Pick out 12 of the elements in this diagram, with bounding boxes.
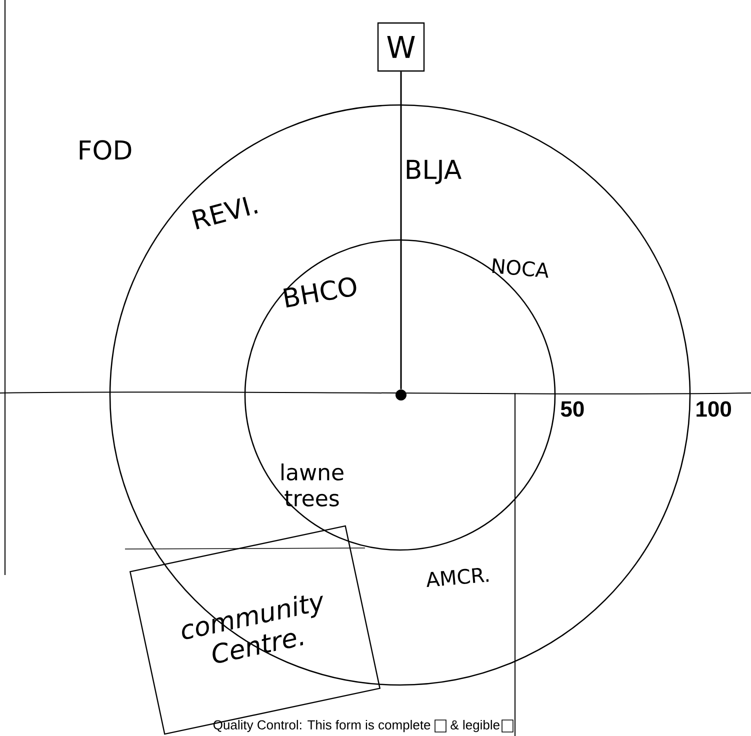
handwritten-label: BHCO (283, 277, 356, 308)
handwritten-label: REVI. (192, 196, 258, 230)
form-text: & legible (450, 720, 500, 732)
handwritten-label: FOD (80, 140, 132, 160)
handwritten-label: BLJA (406, 160, 462, 184)
scale-label: 50 (560, 401, 584, 417)
handwritten-label: AMCR. (426, 568, 489, 588)
scale-label: 100 (696, 401, 732, 417)
line (400, 72, 402, 390)
center-dot (396, 390, 406, 400)
handwritten-label: NOCA (492, 258, 548, 278)
letter-box: W (377, 22, 425, 72)
